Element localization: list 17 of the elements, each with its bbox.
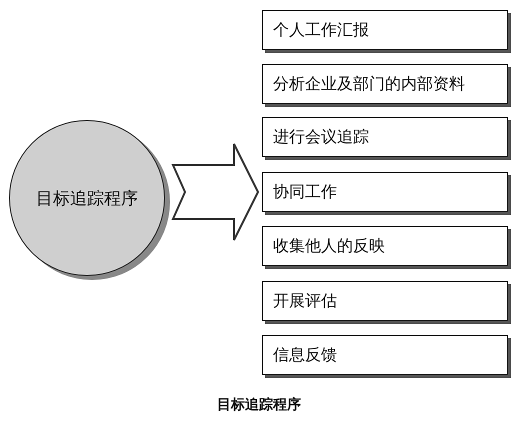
node-label: 分析企业及部门的内部资料 — [273, 74, 465, 94]
node-label: 开展评估 — [273, 290, 337, 312]
node-label: 个人工作汇报 — [273, 20, 369, 40]
block-arrow — [171, 143, 260, 241]
step-box — [262, 172, 508, 212]
step-box — [262, 226, 508, 266]
node-label: 协同工作 — [273, 182, 337, 202]
step-box — [262, 281, 508, 321]
node-label: 目标追踪程序 — [36, 188, 138, 210]
node-label: 进行会议追踪 — [273, 126, 369, 148]
caption: 目标追踪程序 — [216, 396, 302, 414]
step-box — [262, 10, 508, 50]
step-box — [262, 335, 508, 375]
node-label: 收集他人的反映 — [273, 236, 385, 256]
step-box — [262, 64, 508, 104]
node-label: 信息反馈 — [273, 344, 337, 366]
step-box — [262, 117, 508, 157]
